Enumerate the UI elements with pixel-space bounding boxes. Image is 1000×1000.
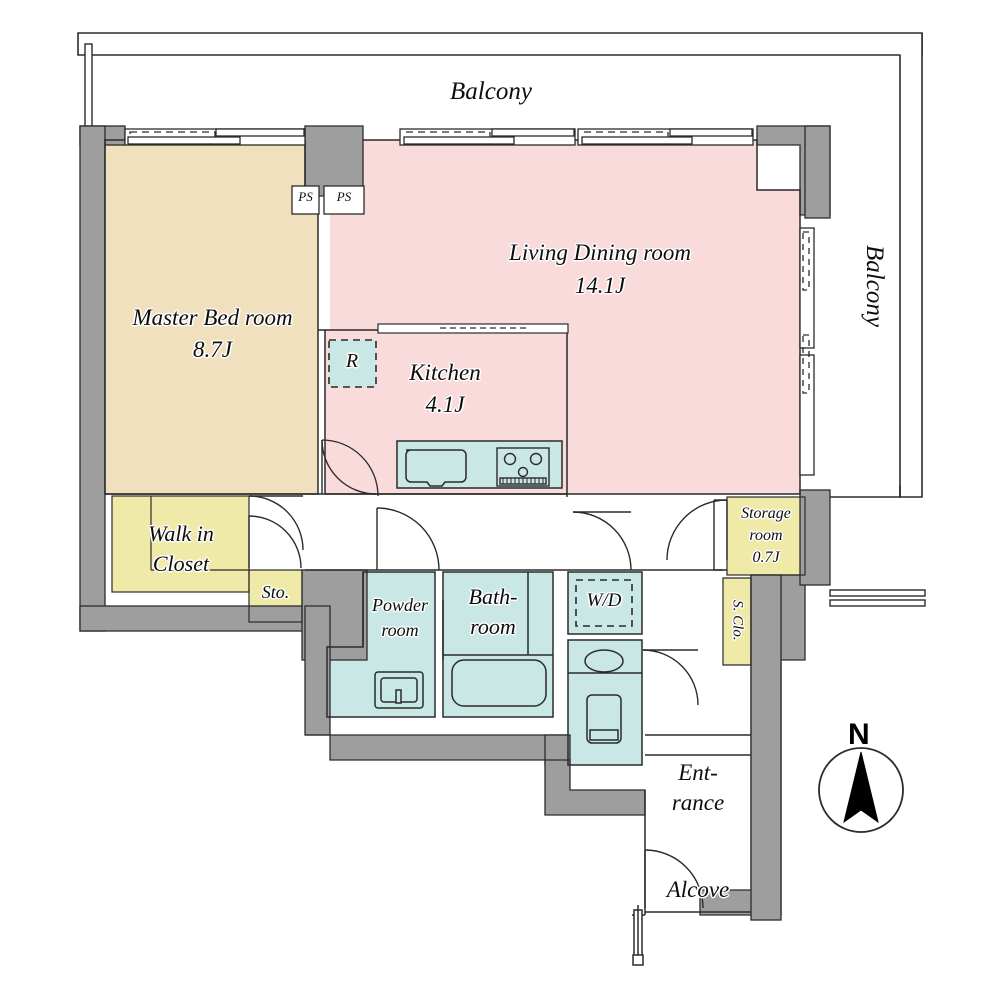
kitchen-upper-cabinet	[377, 323, 569, 334]
room-fill-shoe-closet	[723, 578, 751, 665]
compass-north-label: N	[848, 718, 870, 751]
closet-shelf-lines	[111, 495, 806, 666]
sink-icon	[405, 449, 467, 487]
vanity-icon	[374, 671, 424, 709]
balcony-railing-top	[77, 32, 923, 498]
right-corridor-lines	[713, 499, 727, 571]
stove-icon	[496, 447, 550, 487]
window-living-dining-east	[799, 227, 815, 476]
toilet-icon	[568, 649, 642, 744]
balcony-railing-right	[830, 485, 901, 498]
washer-dryer-icon	[575, 579, 633, 627]
bathtub-icon	[443, 572, 553, 707]
entrance-lines	[632, 734, 751, 966]
window-living-dining-right	[577, 128, 754, 146]
ps-shaft-boxes	[291, 185, 365, 215]
wet-area-outlines	[326, 571, 643, 766]
room-fill-master-bed	[105, 140, 318, 494]
balcony-divider-right	[829, 589, 926, 607]
room-fill-walk-in-closet	[112, 496, 249, 592]
balcony-divider-left	[84, 43, 93, 137]
room-fill-living-dining	[330, 140, 800, 494]
refrigerator-icon	[328, 339, 377, 388]
room-fill-storage-room	[727, 497, 805, 575]
window-master-bedroom	[124, 128, 306, 146]
window-living-dining-left	[399, 128, 576, 146]
compass-rose	[818, 747, 904, 833]
kitchen-counter	[396, 440, 563, 489]
structural-walls	[79, 125, 831, 921]
